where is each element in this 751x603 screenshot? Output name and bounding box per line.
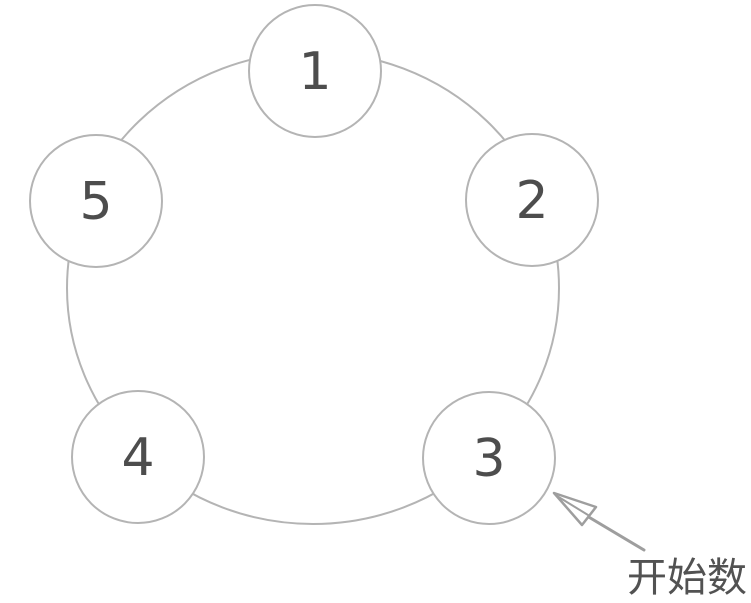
arrow-shaft <box>585 514 646 552</box>
node-3-label: 3 <box>472 429 505 489</box>
node-2-label: 2 <box>515 171 548 231</box>
node-4-label: 4 <box>121 428 154 488</box>
node-5-circle <box>29 134 163 268</box>
node-5-label: 5 <box>79 172 112 232</box>
node-4: 4 <box>71 390 205 524</box>
node-2: 2 <box>465 133 599 267</box>
arrow-head-crease <box>556 495 589 516</box>
node-3-circle <box>422 391 556 525</box>
start-arrow <box>552 491 646 552</box>
node-5: 5 <box>29 134 163 268</box>
node-1-label: 1 <box>298 42 331 102</box>
node-1-circle <box>248 4 382 138</box>
start-annotation-label: 开始数 <box>627 555 747 601</box>
node-2-circle <box>465 133 599 267</box>
node-4-circle <box>71 390 205 524</box>
node-1: 1 <box>248 4 382 138</box>
node-3: 3 <box>422 391 556 525</box>
